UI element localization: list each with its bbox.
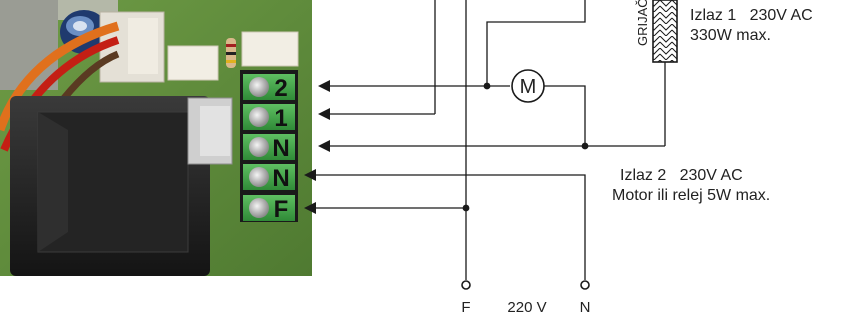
- junction-dot-motor: [483, 82, 491, 90]
- terminal-tf[interactable]: F: [243, 195, 295, 223]
- supply-voltage-label: 220 V: [507, 299, 546, 316]
- optocoupler-2: [241, 31, 299, 67]
- terminal-tn1[interactable]: N: [243, 134, 295, 162]
- output2-line1: Izlaz 2 230V AC: [620, 167, 743, 184]
- supply-phase-terminal: [461, 280, 471, 290]
- supply-cut-text: ~: [523, 317, 532, 322]
- arrow-terminal-f: [304, 202, 316, 214]
- terminal-label: N: [272, 165, 289, 192]
- arrow-terminal-n1: [318, 140, 330, 152]
- motor: M: [511, 69, 545, 103]
- screw-icon: [249, 77, 269, 97]
- screw-icon: [249, 107, 269, 127]
- wire-terminal-n2: [308, 174, 586, 280]
- terminal-label: 2: [274, 75, 287, 102]
- connector-housing: [128, 18, 158, 74]
- arrow-terminal-1: [318, 108, 330, 120]
- output1-line1: Izlaz 1 230V AC: [690, 7, 813, 24]
- terminal-t1[interactable]: 1: [243, 104, 295, 132]
- screw-icon: [249, 167, 269, 187]
- wire-orange: [0, 21, 120, 132]
- supply-neutral-terminal: [580, 280, 590, 290]
- supply-phase-label: F: [461, 299, 470, 316]
- heater-label: GRIJAČ: [635, 0, 650, 46]
- terminal-label: F: [274, 196, 289, 223]
- wire-motor-neutral: [544, 85, 586, 146]
- terminal-label: 1: [274, 105, 287, 132]
- motor-letter: M: [520, 76, 537, 98]
- screw-icon: [249, 198, 269, 218]
- optocoupler-1: [167, 45, 219, 81]
- heater-element: [652, 0, 678, 63]
- junction-dot-phase: [462, 204, 470, 212]
- screw-icon: [249, 137, 269, 157]
- terminal-label: N: [272, 135, 289, 162]
- wiring: M GRIJAČ: [304, 0, 678, 290]
- wire-output1-return: [486, 0, 586, 86]
- arrow-terminal-2: [318, 80, 330, 92]
- output1-line2: 330W max.: [690, 27, 771, 44]
- output2-line2: Motor ili relej 5W max.: [612, 187, 770, 204]
- terminal-tn2[interactable]: N: [243, 164, 295, 192]
- arrow-terminal-n2: [304, 169, 316, 181]
- supply-neutral-label: N: [580, 299, 591, 316]
- junction-dot-neutral: [581, 142, 589, 150]
- terminal-t2[interactable]: 2: [243, 74, 295, 102]
- heater: GRIJAČ: [635, 0, 678, 63]
